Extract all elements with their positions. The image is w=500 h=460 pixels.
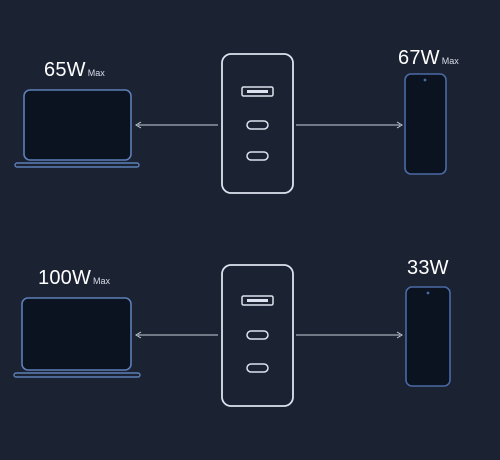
usb-c-port-icon — [246, 151, 269, 161]
power-suffix: Max — [87, 68, 105, 78]
power-value: 100W — [38, 267, 92, 289]
charger-icon — [221, 264, 294, 407]
power-value: 67W — [398, 47, 440, 69]
power-suffix: Max — [93, 276, 111, 286]
usb-c-port-icon — [246, 330, 269, 340]
power-value: 65W — [44, 59, 86, 81]
usb-c-port-icon — [246, 120, 269, 130]
charger-icon — [221, 53, 294, 194]
laptop-icon — [13, 297, 141, 378]
power-label-phone-2: 33W — [407, 258, 451, 278]
phone-icon — [405, 286, 451, 387]
power-suffix: Max — [441, 56, 459, 66]
usb-c-port-icon — [246, 363, 269, 373]
laptop-icon — [14, 89, 140, 168]
phone-icon — [404, 73, 447, 175]
power-value: 33W — [407, 257, 449, 279]
usb-a-port-icon — [241, 295, 274, 306]
usb-a-port-icon — [241, 86, 274, 97]
row-2 — [13, 264, 451, 407]
row-1 — [14, 53, 447, 194]
